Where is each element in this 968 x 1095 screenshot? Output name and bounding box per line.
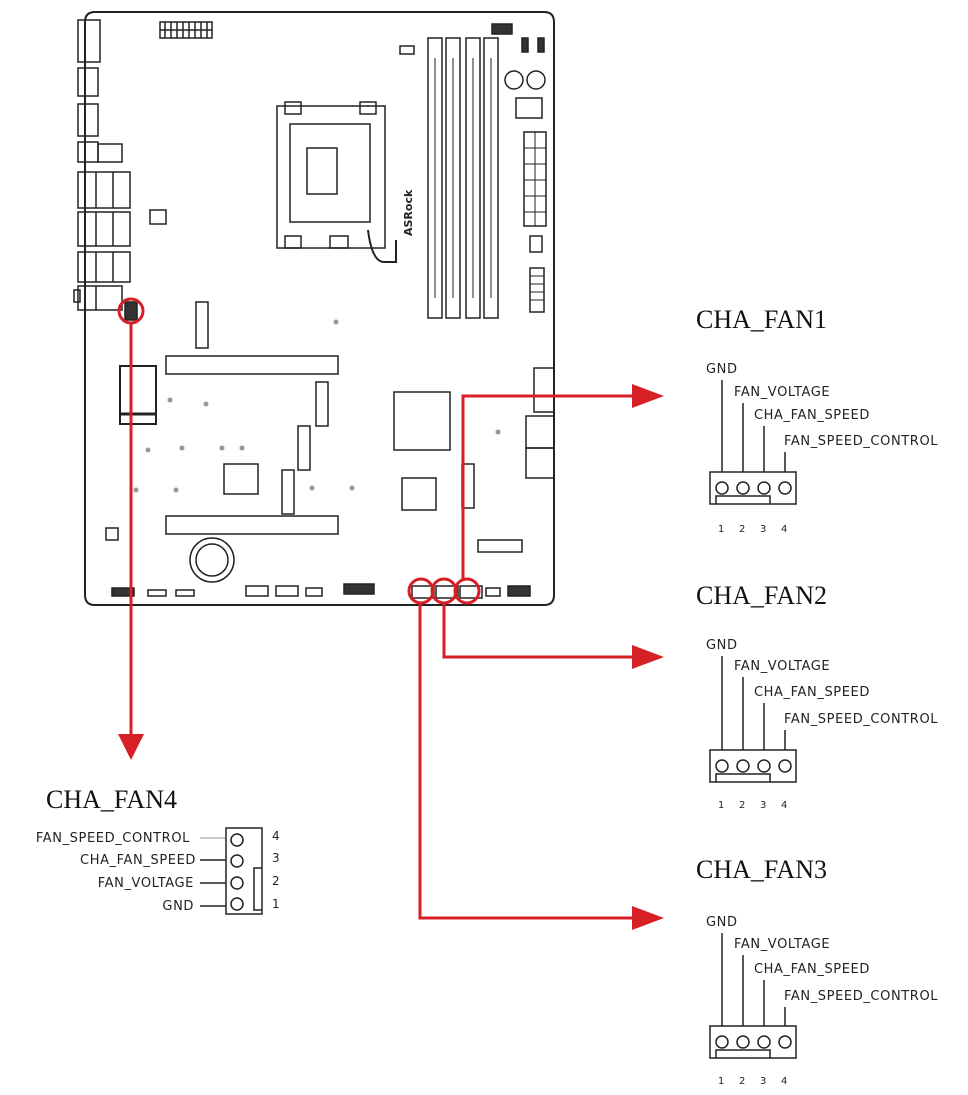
cha-fan4-pin3-label: CHA_FAN_SPEED [80, 853, 196, 868]
cha-fan1-pin3-label: CHA_FAN_SPEED [754, 408, 870, 423]
cha-fan2-num4: 4 [781, 800, 787, 811]
motherboard [73, 11, 555, 606]
cha-fan4-num4: 4 [272, 829, 280, 843]
cha-fan3-num2: 2 [739, 1076, 745, 1087]
cha-fan2-pin1-label: GND [706, 638, 738, 653]
cha-fan3-num1: 1 [718, 1076, 724, 1087]
cha-fan1-num1: 1 [718, 524, 724, 535]
arrow-lines [129, 323, 632, 920]
cha-fan2-title: CHA_FAN2 [696, 581, 827, 610]
cha-fan3-pin3-label: CHA_FAN_SPEED [754, 962, 870, 977]
cha-fan3-num3: 3 [760, 1076, 766, 1087]
cha-fan3-pin1-label: GND [706, 915, 738, 930]
arrow-fan4-head [118, 734, 144, 760]
cha-fan1-num2: 2 [739, 524, 745, 535]
cha-fan1-title: CHA_FAN1 [696, 305, 827, 334]
cha-fan2-num1: 1 [718, 800, 724, 811]
cha-fan4-num1: 1 [272, 897, 280, 911]
cha-fan1-pin1-label: GND [706, 362, 738, 377]
arrow-fan3-line [418, 603, 632, 920]
cha-fan3-pin2-label: FAN_VOLTAGE [734, 937, 830, 952]
cha-fan4-pin2-label: FAN_VOLTAGE [98, 876, 194, 891]
arrow-fan1-head [632, 384, 664, 408]
cha-fan2-num3: 3 [760, 800, 766, 811]
arrow-fan1-line [461, 394, 632, 580]
cha-fan1-marker [453, 577, 481, 605]
cha-fan4-num3: 3 [272, 851, 280, 865]
cha-fan2-num2: 2 [739, 800, 745, 811]
cha-fan2-pin4-label: FAN_SPEED_CONTROL [784, 712, 938, 727]
arrow-fan2-line [442, 603, 632, 659]
cha-fan1-num4: 4 [781, 524, 787, 535]
cha-fan4-header: CHA_FAN4 FAN_SPEED_CONTROL CHA_FAN_SPEED… [36, 785, 280, 915]
arrow-fan2-head [632, 645, 664, 669]
cha-fan4-pin1-label: GND [162, 899, 194, 914]
cha-fan1-pin4-label: FAN_SPEED_CONTROL [784, 434, 938, 449]
cha-fan2-pin3-label: CHA_FAN_SPEED [754, 685, 870, 700]
cha-fan1-pin2-label: FAN_VOLTAGE [734, 385, 830, 400]
highlight-circles [117, 297, 481, 605]
cha-fan2-header: CHA_FAN2 GND FAN_VOLTAGE CHA_FAN_SPEED F… [696, 581, 938, 811]
cha-fan4-pin4-label: FAN_SPEED_CONTROL [36, 831, 190, 846]
board-dots [133, 319, 501, 493]
cha-fan1-num3: 3 [760, 524, 766, 535]
cha-fan4-num2: 2 [272, 874, 280, 888]
cha-fan3-pin4-label: FAN_SPEED_CONTROL [784, 989, 938, 1004]
cha-fan1-header: CHA_FAN1 GND FAN_VOLTAGE CHA_FAN_SPEED F… [696, 305, 938, 535]
cha-fan3-header: CHA_FAN3 GND FAN_VOLTAGE CHA_FAN_SPEED F… [696, 855, 938, 1087]
arrow-fan3-head [632, 906, 664, 930]
cha-fan3-num4: 4 [781, 1076, 787, 1087]
cha-fan2-pin2-label: FAN_VOLTAGE [734, 659, 830, 674]
cha-fan3-title: CHA_FAN3 [696, 855, 827, 884]
cha-fan4-title: CHA_FAN4 [46, 785, 177, 814]
board-brand-logo: ASRock [402, 189, 415, 236]
arrow-heads [118, 384, 664, 930]
